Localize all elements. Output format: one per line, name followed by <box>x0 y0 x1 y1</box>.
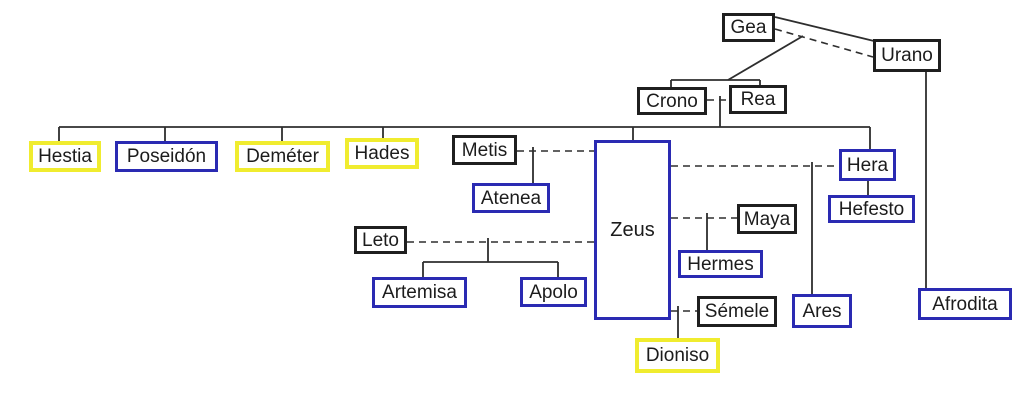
node-maya: Maya <box>737 204 797 234</box>
node-hermes: Hermes <box>678 250 763 278</box>
node-crono: Crono <box>637 87 707 115</box>
node-rea: Rea <box>729 85 787 114</box>
node-demeter: Deméter <box>235 141 330 172</box>
node-apolo: Apolo <box>520 277 587 307</box>
node-label: Leto <box>362 229 399 251</box>
node-atenea: Atenea <box>472 183 550 213</box>
node-label: Rea <box>740 89 776 110</box>
node-label: Metis <box>461 139 508 161</box>
node-hestia: Hestia <box>29 141 101 172</box>
node-label: Artemisa <box>382 282 457 303</box>
node-semele: Sémele <box>697 296 777 327</box>
node-label: Deméter <box>246 146 319 167</box>
node-hades: Hades <box>345 138 419 169</box>
node-gea: Gea <box>722 13 775 42</box>
node-metis: Metis <box>452 135 517 165</box>
node-label: Hefesto <box>838 198 905 220</box>
node-hefesto: Hefesto <box>828 195 915 223</box>
node-afrodita: Afrodita <box>918 288 1012 320</box>
node-label: Dioniso <box>645 345 710 366</box>
node-label: Atenea <box>480 187 542 209</box>
node-label: Urano <box>881 45 933 66</box>
node-poseidon: Poseidón <box>115 141 218 172</box>
node-dioniso: Dioniso <box>635 338 720 373</box>
node-label: Zeus <box>610 219 655 241</box>
node-label: Hestia <box>38 146 92 167</box>
node-label: Hera <box>846 154 889 176</box>
edge-gea-urano-dashed <box>774 28 874 58</box>
node-label: Apolo <box>529 281 578 303</box>
node-label: Poseidón <box>126 146 207 167</box>
node-label: Gea <box>730 17 767 38</box>
node-label: Ares <box>802 300 842 322</box>
node-hera: Hera <box>839 149 896 181</box>
node-leto: Leto <box>354 226 407 254</box>
node-zeus: Zeus <box>594 140 671 320</box>
node-label: Crono <box>646 90 698 112</box>
node-label: Afrodita <box>932 293 998 315</box>
node-ares: Ares <box>792 294 852 328</box>
node-label: Hades <box>354 143 410 164</box>
node-artemisa: Artemisa <box>372 277 467 308</box>
node-label: Hermes <box>687 253 754 275</box>
edge-gea-urano-solid <box>774 16 875 42</box>
edge-union-to-crono-rea-diagonal <box>727 35 804 81</box>
node-label: Sémele <box>704 301 770 322</box>
node-label: Maya <box>743 208 791 230</box>
node-urano: Urano <box>873 39 941 72</box>
